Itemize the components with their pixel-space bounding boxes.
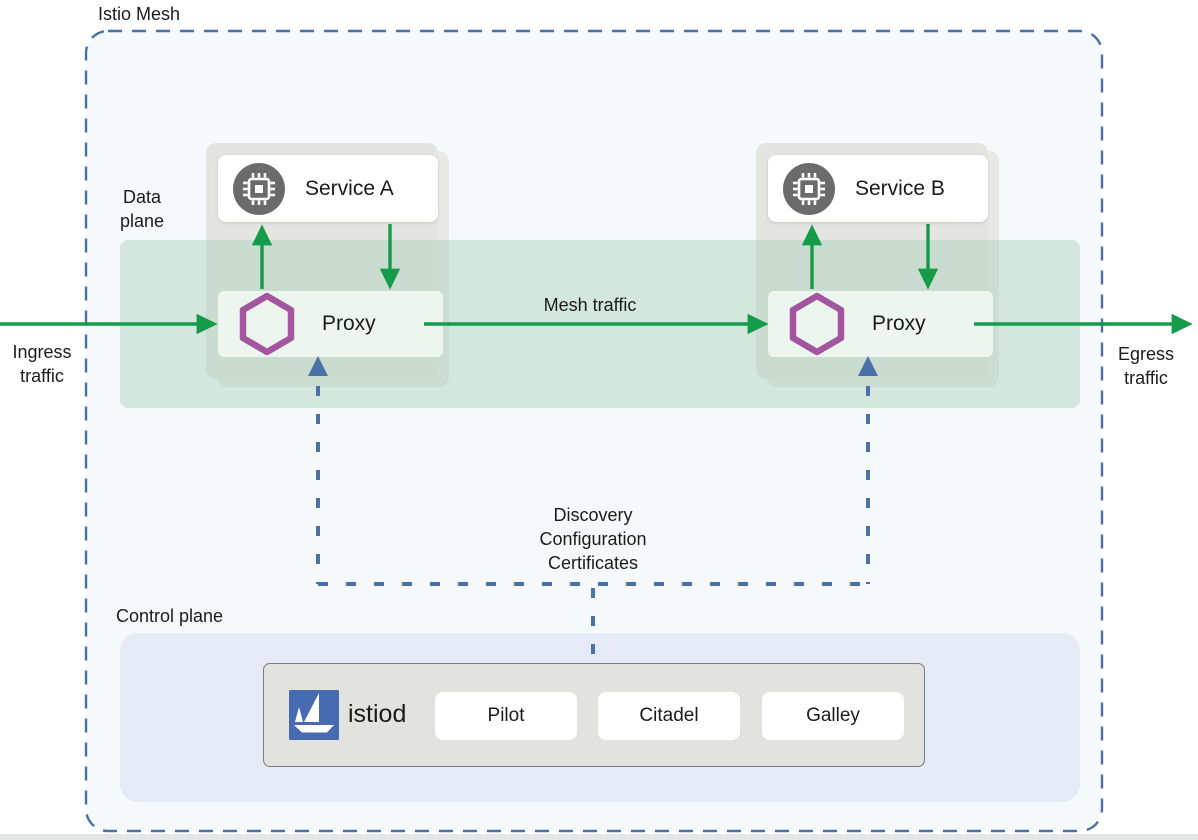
service-b-label: Service B: [855, 176, 945, 200]
chip-icon: [783, 162, 835, 215]
envoy-hexagon-icon: [238, 292, 296, 356]
ingress-traffic-label: Ingress traffic: [12, 342, 72, 386]
service-a-label: Service A: [305, 176, 394, 200]
control-plane-label: Control plane: [116, 606, 224, 626]
mesh-traffic-label: Mesh traffic: [543, 295, 637, 315]
proxy-a-node: Proxy: [218, 291, 443, 357]
istiod-label: istiod: [348, 700, 407, 728]
bottom-edge-strip: [0, 834, 1198, 840]
discovery-configuration-certificates-label: Discovery Configuration Certificates: [539, 505, 647, 573]
data-plane-label: Data plane: [119, 187, 165, 231]
chip-icon: [233, 162, 285, 215]
istio-mesh-label: Istio Mesh: [98, 4, 181, 24]
istio-sailboat-logo: [289, 690, 339, 745]
component-citadel: Citadel: [598, 692, 740, 740]
proxy-a-label: Proxy: [322, 312, 376, 335]
service-b-node: Service B: [768, 155, 988, 222]
proxy-b-label: Proxy: [872, 312, 926, 335]
component-galley: Galley: [762, 692, 904, 740]
egress-traffic-label: Egress traffic: [1117, 344, 1175, 388]
proxy-b-node: Proxy: [768, 291, 993, 357]
service-a-node: Service A: [218, 155, 438, 222]
component-pilot: Pilot: [435, 692, 577, 740]
istiod-box: istiod Pilot Citadel Galley: [263, 663, 925, 767]
envoy-hexagon-icon: [788, 292, 846, 356]
